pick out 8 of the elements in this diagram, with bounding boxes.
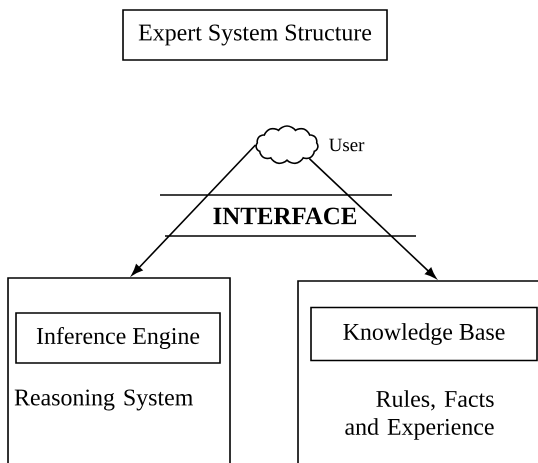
interface-label: INTERFACE (213, 208, 356, 224)
arrow (132, 144, 256, 276)
user-cloud (255, 125, 319, 164)
beside-label: User (329, 138, 364, 152)
component-box: Knowledge Base (310, 306, 538, 362)
component-box: Inference Engine (15, 312, 221, 364)
title-box: Expert System Structure (122, 9, 388, 61)
arrow (308, 158, 436, 279)
